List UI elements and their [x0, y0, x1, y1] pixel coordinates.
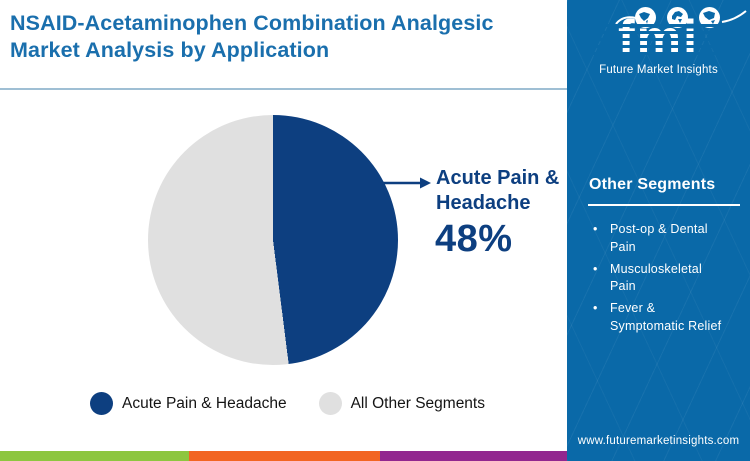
chart-legend: Acute Pain & Headache All Other Segments — [90, 392, 485, 415]
legend-swatch-primary — [90, 392, 113, 415]
callout-label-line2: Headache — [436, 192, 531, 214]
other-segment-item: Post-op & Dental Pain — [593, 221, 731, 257]
legend-item-acute-pain: Acute Pain & Headache — [90, 392, 287, 415]
logo-swoosh-left-icon — [615, 16, 637, 25]
callout-value: 48% — [435, 218, 513, 260]
other-segments-heading: Other Segments — [589, 176, 716, 193]
footer-stripe-purple — [380, 451, 567, 461]
website-link[interactable]: www.futuremarketinsights.com — [577, 435, 740, 447]
page-title: NSAID-Acetaminophen Combination Analgesi… — [10, 11, 494, 63]
other-segments-list: Post-op & Dental Pain Musculoskeletal Pa… — [593, 221, 731, 340]
logo-stripe — [587, 31, 730, 34]
europe-globe-icon — [667, 7, 688, 28]
callout-label: Acute Pain & Headache — [436, 166, 586, 216]
footer-stripe-orange — [189, 451, 380, 461]
other-segment-item: Fever & Symptomatic Relief — [593, 300, 731, 336]
footer-stripe-green — [0, 451, 189, 461]
fmi-logo: fmi Future Market Insights — [567, 0, 750, 85]
legend-label: Acute Pain & Headache — [122, 394, 287, 412]
header-divider — [0, 88, 567, 90]
sidebar: fmi Future Market Insights Other Segment… — [567, 0, 750, 461]
asia-pacific-globe-icon — [699, 7, 720, 28]
logo-swoosh-right-icon — [721, 10, 747, 23]
americas-globe-icon — [635, 7, 656, 28]
logo-stripe — [587, 52, 730, 55]
other-segments-underline — [588, 204, 740, 206]
logo-globes — [635, 7, 720, 28]
pie-chart — [148, 115, 398, 365]
callout-label-line1: Acute Pain & — [436, 167, 560, 189]
other-segment-item: Musculoskeletal Pain — [593, 261, 731, 297]
logo-stripe — [587, 24, 730, 27]
logo-stripe — [587, 38, 730, 41]
legend-swatch-secondary — [318, 392, 342, 415]
logo-tagline: Future Market Insights — [599, 64, 718, 76]
logo-stripe — [587, 45, 730, 48]
legend-label: All Other Segments — [350, 394, 485, 412]
legend-item-other-segments: All Other Segments — [318, 392, 485, 415]
callout-arrow-icon — [382, 177, 431, 189]
